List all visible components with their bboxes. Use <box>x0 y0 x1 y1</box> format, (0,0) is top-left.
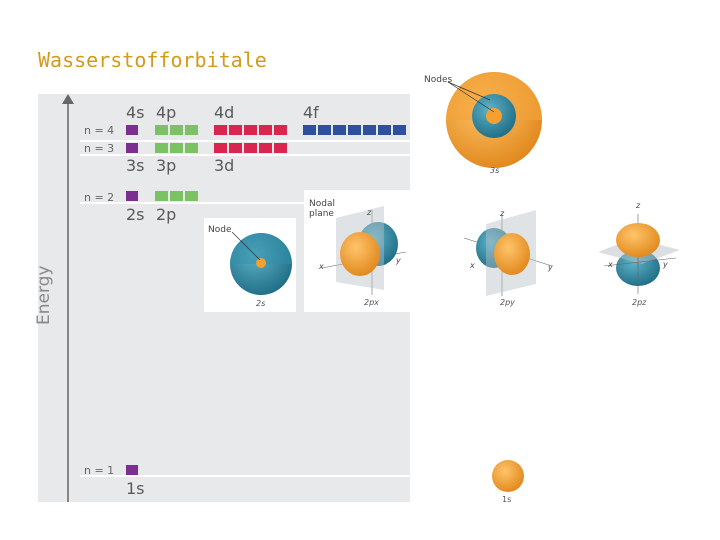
box-1s <box>126 465 138 475</box>
caption-1s: 1s <box>502 495 512 504</box>
box-3d-3 <box>244 143 257 153</box>
annotation-nodal-plane-line1: Nodal <box>309 199 335 209</box>
label-2p: 2p <box>156 205 177 224</box>
n1-label: n = 1 <box>84 464 115 477</box>
box-4p-1 <box>155 125 168 135</box>
orbital-2py-graphic <box>463 210 553 296</box>
box-3p-2 <box>170 143 183 153</box>
caption-2px: 2px <box>364 298 379 307</box>
orbital-1s-graphic <box>492 460 524 492</box>
node-pointer-line <box>231 231 261 261</box>
axis-z-2py: z <box>500 209 505 218</box>
axis-y-2py: y <box>548 263 553 272</box>
box-4f-7 <box>393 125 406 135</box>
box-4f-5 <box>363 125 376 135</box>
box-3p-3 <box>185 143 198 153</box>
label-4d: 4d <box>214 103 235 122</box>
label-3d: 3d <box>214 156 235 175</box>
n4-label: n = 4 <box>84 124 115 137</box>
label-3s: 3s <box>126 156 145 175</box>
box-4f-3 <box>333 125 346 135</box>
box-3s <box>126 143 138 153</box>
box-3d-1 <box>214 143 227 153</box>
box-4p-2 <box>170 125 183 135</box>
caption-3s: 3s <box>490 166 500 175</box>
label-3p: 3p <box>156 156 177 175</box>
axis-y-2pz: y <box>663 260 668 269</box>
caption-2pz: 2pz <box>632 298 647 307</box>
caption-2py: 2py <box>500 298 515 307</box>
box-3d-4 <box>259 143 272 153</box>
box-4d-1 <box>214 125 227 135</box>
box-2s <box>126 191 138 201</box>
label-4s: 4s <box>126 103 145 122</box>
label-2s: 2s <box>126 205 145 224</box>
box-4f-6 <box>378 125 391 135</box>
energy-axis <box>62 94 74 502</box>
box-2p-1 <box>155 191 168 201</box>
axis-x-2pz: x <box>608 260 613 269</box>
annotation-nodes: Nodes <box>424 75 453 85</box>
nodes-pointer-lines <box>447 81 495 113</box>
annotation-node: Node <box>208 225 232 235</box>
box-4s <box>126 125 138 135</box>
level-line-n4 <box>80 140 410 142</box>
annotation-nodal-plane-line2: plane <box>309 209 334 219</box>
level-line-n1 <box>80 475 410 477</box>
caption-2s: 2s <box>256 299 266 308</box>
n3-label: n = 3 <box>84 142 115 155</box>
label-1s: 1s <box>126 479 145 498</box>
slide-title: Wasserstofforbitale <box>38 48 267 72</box>
level-line-n2 <box>80 202 410 204</box>
box-3p-1 <box>155 143 168 153</box>
orbital-2px-graphic <box>321 206 407 295</box>
level-line-n3 <box>80 154 410 156</box>
orbital-2s-graphic <box>230 233 292 295</box>
box-4d-4 <box>259 125 272 135</box>
n2-label: n = 2 <box>84 191 115 204</box>
box-4d-5 <box>274 125 287 135</box>
box-4d-3 <box>244 125 257 135</box>
orbital-2pz-graphic <box>598 214 680 294</box>
box-4p-3 <box>185 125 198 135</box>
box-4f-4 <box>348 125 361 135</box>
label-4f: 4f <box>303 103 319 122</box>
axis-x-2py: x <box>470 261 475 270</box>
box-4d-2 <box>229 125 242 135</box>
axis-z-2px: z <box>367 208 372 217</box>
axis-x-2px: x <box>319 262 324 271</box>
axis-z-2pz: z <box>636 201 641 210</box>
box-2p-2 <box>170 191 183 201</box>
box-3d-2 <box>229 143 242 153</box>
box-3d-5 <box>274 143 287 153</box>
box-4f-2 <box>318 125 331 135</box>
box-4f-1 <box>303 125 316 135</box>
box-2p-3 <box>185 191 198 201</box>
label-4p: 4p <box>156 103 177 122</box>
axis-y-2px: y <box>396 256 401 265</box>
